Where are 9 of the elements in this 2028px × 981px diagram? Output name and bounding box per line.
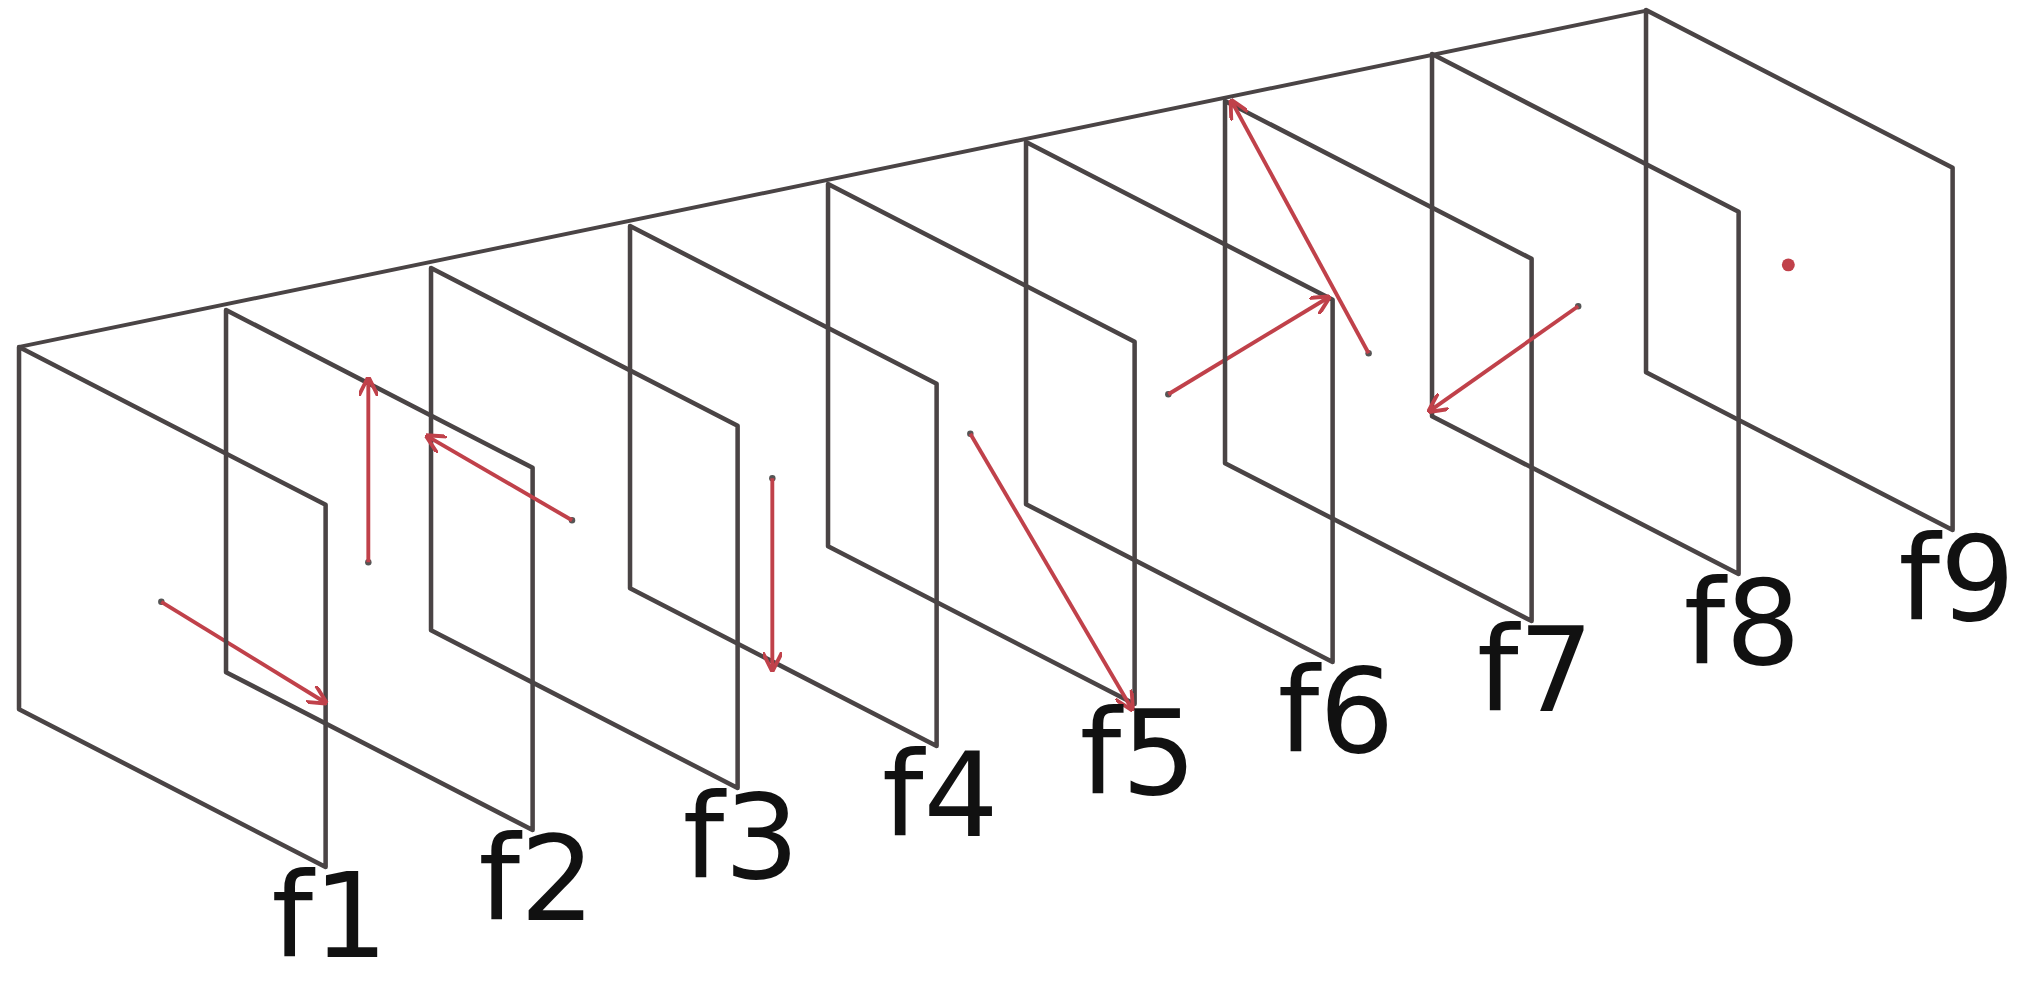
frame-label: f5 bbox=[1079, 693, 1197, 812]
frame-label: f8 bbox=[1683, 564, 1801, 683]
frame-label: f1 bbox=[271, 856, 389, 975]
frame-label: f3 bbox=[682, 777, 800, 896]
frame-label: f9 bbox=[1898, 520, 2016, 639]
frame-label: f4 bbox=[881, 736, 999, 855]
frame-label: f2 bbox=[478, 820, 596, 939]
frame-label: f6 bbox=[1277, 652, 1395, 771]
frame-label: f7 bbox=[1476, 610, 1594, 729]
